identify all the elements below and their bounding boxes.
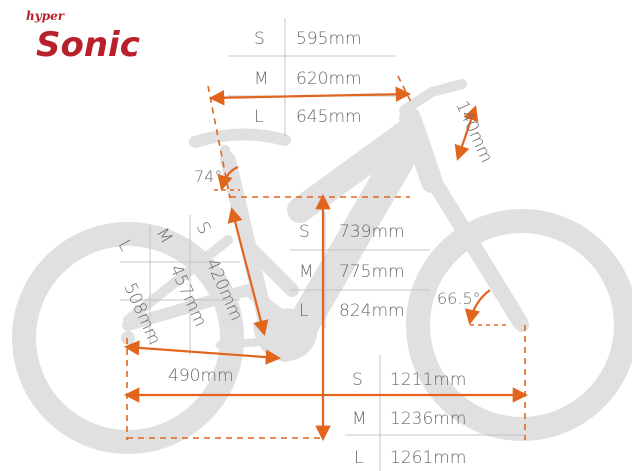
wheelbase-size-m: M (352, 409, 367, 429)
head-angle-arc (464, 289, 491, 326)
brand-name: Sonic (36, 25, 140, 65)
stack-value-s: 739mm (339, 222, 405, 242)
reach-size-s: S (254, 29, 265, 49)
stack-table: S 739mm M 775mm L 824mm (299, 222, 405, 321)
stack-value-m: 775mm (339, 262, 405, 282)
wheelbase-value-l: 1261mm (390, 448, 466, 468)
reach-dimension (208, 86, 412, 106)
reach-value-m: 620mm (296, 69, 362, 89)
reach-size-l: L (254, 107, 263, 127)
wheelbase-value-m: 1236mm (390, 409, 466, 429)
brand-logo: hyper Sonic (26, 9, 140, 65)
seat-angle-arc (217, 165, 239, 191)
reach-size-m: M (254, 69, 269, 89)
wheelbase-size-l: L (354, 448, 363, 468)
rear-wheel-tire (12, 222, 244, 454)
seat-angle-label: 74° (194, 167, 222, 186)
reach-value-l: 645mm (296, 107, 362, 127)
dimension-lines (123, 75, 529, 442)
head-tube-dimension (454, 105, 479, 161)
seat-tube-dimension (227, 207, 269, 336)
fork (422, 167, 528, 330)
chainstay-label: 490mm (168, 366, 234, 386)
reach-value-s: 595mm (296, 29, 362, 49)
stem-bar (399, 79, 467, 115)
seat-stay (123, 235, 233, 325)
wheelbase-table: S 1211mm M 1236mm L 1261mm (352, 370, 466, 468)
reach-table: S 595mm M 620mm L 645mm (254, 29, 362, 127)
stack-value-l: 824mm (339, 301, 405, 321)
wheelbase-size-s: S (352, 370, 363, 390)
head-angle-label: 66.5° (437, 289, 481, 308)
wheelbase-value-s: 1211mm (390, 370, 466, 390)
saddle (189, 128, 291, 148)
rear-hub (121, 331, 135, 345)
chainstay-dimension (123, 340, 282, 365)
front-wheel-tire (406, 209, 632, 441)
stack-size-s: S (299, 222, 310, 242)
crank (216, 336, 289, 349)
seat-post (220, 145, 241, 193)
brand-prefix: hyper (26, 9, 66, 23)
stack-size-l: L (299, 301, 308, 321)
seat-tube-size-s: S (192, 219, 215, 238)
stack-size-m: M (299, 262, 314, 282)
